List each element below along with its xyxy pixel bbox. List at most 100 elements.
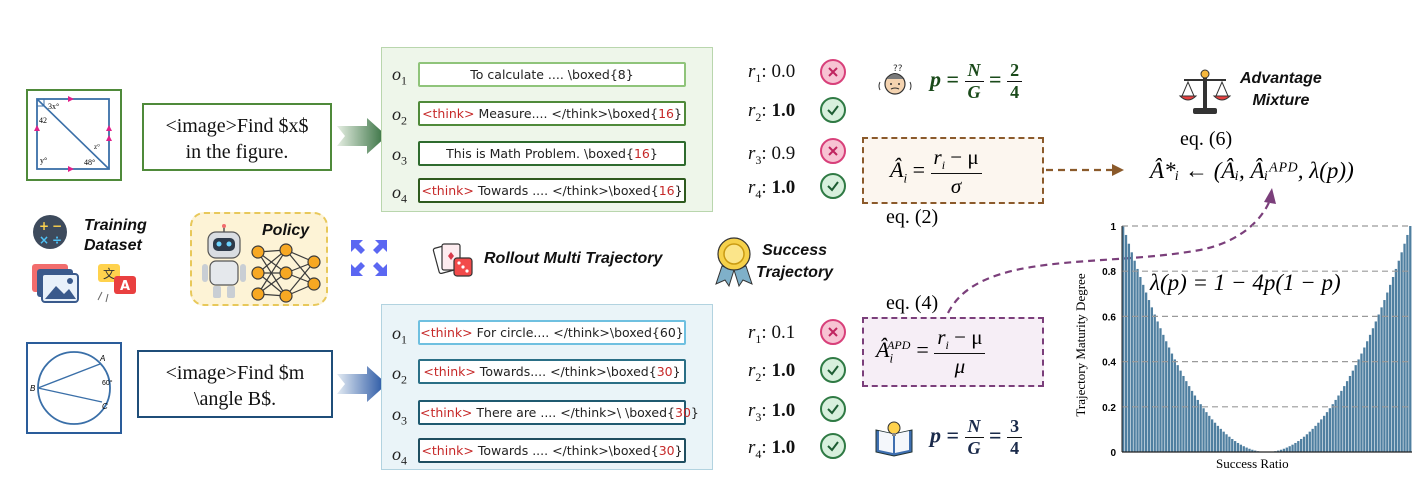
chart-bar [1199, 404, 1202, 452]
chart-bar [1394, 268, 1398, 452]
chart-bar [1403, 243, 1406, 452]
chart-bar [1196, 399, 1199, 452]
chart-bar [1334, 399, 1337, 452]
chart-bar [1302, 436, 1306, 452]
chart-bar [1142, 284, 1145, 452]
chart-bar [1348, 375, 1352, 452]
check-icon [820, 97, 846, 123]
chart-bar [1322, 415, 1326, 452]
chart-bar [1122, 226, 1125, 452]
chart-bar [1179, 370, 1182, 452]
fig-label-48: 48° [84, 158, 95, 167]
chart-bar [1397, 260, 1400, 452]
chart-formula: λ(p) = 1 − 4p(1 − p) [1150, 270, 1341, 295]
chart-xlabel: Success Ratio [1216, 456, 1289, 471]
chart-bar [1185, 381, 1188, 452]
apd-advantage-box: ÂiAPD= ri − μ μ [862, 317, 1044, 387]
chart-bar [1162, 334, 1165, 452]
chart-ytick-label: 0.8 [1102, 267, 1116, 278]
bottom-o2-label: o2 [392, 363, 407, 387]
chart-bar [1328, 408, 1332, 452]
chart-bar [1156, 321, 1159, 452]
chart-bar [1150, 307, 1154, 452]
top-o3-label: o3 [392, 144, 407, 168]
balance-scale-icon [1178, 69, 1232, 114]
top-reward-4: r4: 1.0 [748, 177, 796, 201]
chart-bar [1236, 442, 1240, 452]
chart-bar [1170, 353, 1174, 452]
chart-bar [1165, 341, 1168, 452]
top-question-line1: <image>Find $x$ [165, 115, 309, 137]
chart-ylabel: Trajectory Maturity Degree [1073, 273, 1088, 417]
fig-label-a: A [99, 354, 105, 363]
bottom-output-2: <think> Towards.... </think>\boxed{30} [418, 359, 686, 384]
chart-bar [1127, 243, 1131, 452]
chart-bar [1193, 395, 1197, 452]
svg-text:÷: ÷ [52, 233, 62, 247]
check-icon [820, 433, 846, 459]
fig-label-y: y° [40, 156, 47, 165]
chart-bar [1351, 370, 1354, 452]
chart-bar [1320, 419, 1323, 452]
fig-label-60: 60° [102, 379, 113, 387]
success-trajectory-label: Success Trajectory [756, 242, 834, 281]
chart-bar [1308, 431, 1311, 452]
policy-label: Policy [262, 222, 310, 239]
chart-ytick-label: 0.4 [1102, 358, 1116, 369]
bottom-o3-label: o3 [392, 404, 407, 428]
bottom-o4-label: o4 [392, 444, 407, 468]
chart-bar [1188, 386, 1191, 452]
images-icon [32, 264, 79, 303]
chart-bar [1297, 441, 1300, 452]
chart-bar [1317, 422, 1320, 452]
chart-bar [1300, 438, 1303, 452]
chart-bar [1343, 386, 1346, 452]
bottom-reward-1: r1: 0.1 [748, 322, 796, 346]
top-reward-2: r2: 1.0 [748, 100, 796, 124]
chart-bar [1251, 449, 1254, 452]
top-o2-label: o2 [392, 104, 407, 128]
chart-bar [1285, 447, 1288, 452]
top-figure: 3x° 42 y° 48° z° [26, 89, 122, 181]
bottom-figure: A B C 60° [26, 342, 122, 434]
dice-cards-icon [432, 243, 473, 277]
eq4-label: eq. (4) [886, 292, 939, 314]
chart-bar [1288, 446, 1291, 452]
rollout-label: Rollout Multi Trajectory [484, 250, 663, 267]
chart-ytick-label: 0.2 [1102, 403, 1116, 414]
top-reward-3: r3: 0.9 [748, 143, 796, 167]
svg-text:×: × [39, 233, 49, 247]
translate-icon: 文 A [97, 264, 136, 303]
chart-bar [1291, 444, 1294, 452]
chart-bar [1354, 365, 1357, 452]
top-output-2: <think> Measure.... </think>\boxed{16} [418, 101, 686, 126]
top-arrow [337, 118, 387, 154]
bottom-reward-3: r3: 1.0 [748, 400, 796, 424]
chart-bar [1208, 415, 1211, 452]
svg-text:A: A [120, 279, 130, 294]
bottom-output-1: <think> For circle.... </think>\boxed{60… [418, 320, 686, 345]
confused-head-icon: ?? [878, 64, 912, 95]
bottom-o1-label: o1 [392, 323, 407, 347]
chart-bar [1391, 276, 1395, 452]
book-bulb-icon [875, 421, 913, 457]
chart-bar [1233, 441, 1237, 452]
robot-icon [202, 224, 246, 298]
bottom-arrow [337, 366, 387, 402]
chart-bar [1144, 292, 1148, 452]
bottom-question-line2: \angle B$. [193, 388, 277, 410]
top-question-box: <image>Find $x$ in the figure. [142, 103, 332, 171]
chart-bar [1282, 448, 1286, 452]
calculator-icon: + − × ÷ [33, 215, 67, 249]
top-rollout-panel: o1 To calculate .... \boxed{8} o2 <think… [381, 47, 713, 212]
svg-text:−: − [52, 219, 62, 233]
mixture-equation: Â*ᵢ ← (Âᵢ, Âᵢᴬᴾᴰ, λ(p)) [1150, 158, 1354, 183]
chart-bar [1159, 328, 1162, 452]
chart-bar [1360, 353, 1363, 452]
bottom-output-4: <think> Towards .... </think>\boxed{30} [418, 438, 686, 463]
chart-bar [1386, 292, 1389, 452]
fig-label-42: 42 [39, 116, 47, 125]
eq6-label: eq. (6) [1180, 128, 1233, 150]
